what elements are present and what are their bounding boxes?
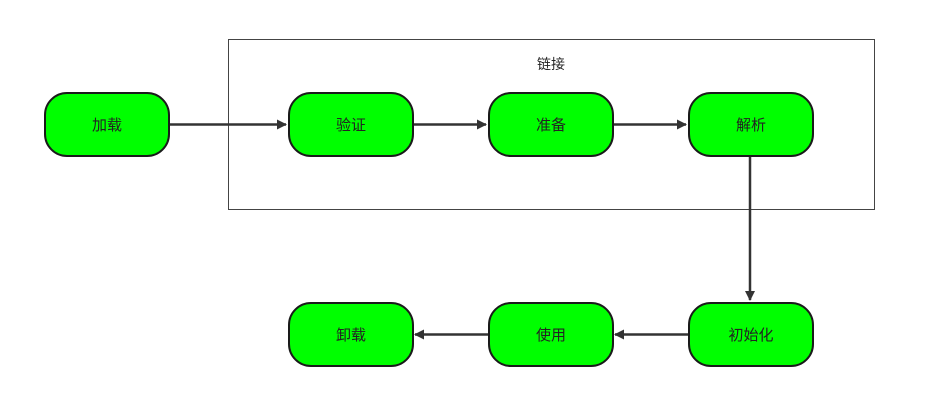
stage-node-use[interactable]: 使用	[488, 302, 614, 367]
stage-node-load[interactable]: 加载	[44, 92, 170, 157]
stage-node-initialize[interactable]: 初始化	[688, 302, 814, 367]
stage-node-load-shape	[44, 92, 170, 157]
stage-node-prepare[interactable]: 准备	[488, 92, 614, 157]
linking-group-label: 链接	[537, 56, 565, 73]
stage-node-resolve-label: 解析	[736, 116, 766, 134]
stage-node-prepare-shape	[488, 92, 614, 157]
stage-node-verify[interactable]: 验证	[288, 92, 414, 157]
stage-node-use-label: 使用	[536, 326, 566, 344]
stage-node-initialize-label: 初始化	[728, 326, 773, 344]
stage-node-prepare-label: 准备	[536, 116, 566, 134]
stage-node-verify-label: 验证	[336, 116, 366, 134]
stage-node-load-label: 加载	[92, 116, 122, 134]
stage-node-unload[interactable]: 卸载	[288, 302, 414, 367]
edges	[170, 119, 755, 340]
stage-node-initialize-shape	[688, 302, 814, 367]
stage-node-resolve[interactable]: 解析	[688, 92, 814, 157]
stage-node-use-shape	[488, 302, 614, 367]
stage-node-verify-shape	[288, 92, 414, 157]
stage-node-unload-shape	[288, 302, 414, 367]
stage-node-unload-label: 卸载	[336, 326, 366, 344]
stage-node-resolve-shape	[688, 92, 814, 157]
